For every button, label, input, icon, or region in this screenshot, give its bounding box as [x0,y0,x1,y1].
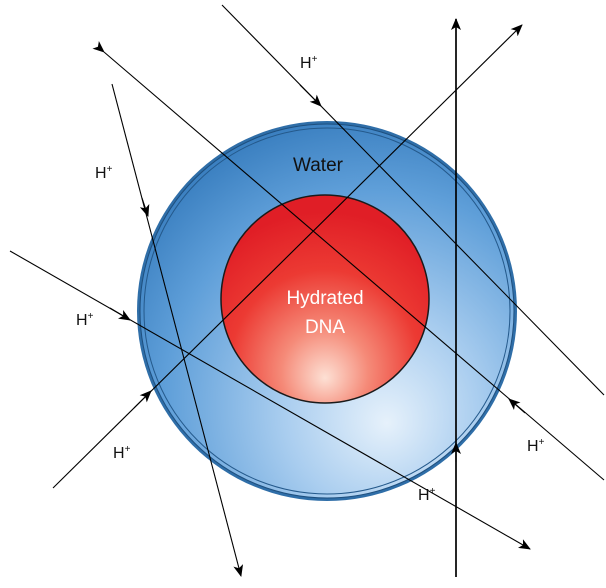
proton-label-2: H+ [95,164,113,182]
dna-label-line2: DNA [305,317,345,338]
proton-label-1: H+ [300,54,318,72]
proton-track-4-arrow [110,308,130,320]
proton-label-6: H+ [418,486,436,504]
proton-track-5-arrow [134,391,151,408]
dna-label-line1: Hydrated [286,288,363,309]
proton-label-3: H+ [76,311,94,329]
proton-track-1-arrow [300,85,321,106]
proton-track-2-arrow [509,399,525,413]
proton-track-3-arrow [142,198,148,216]
proton-label-4: H+ [113,444,131,462]
proton-label-5: H+ [527,437,545,455]
water-label: Water [293,155,344,176]
